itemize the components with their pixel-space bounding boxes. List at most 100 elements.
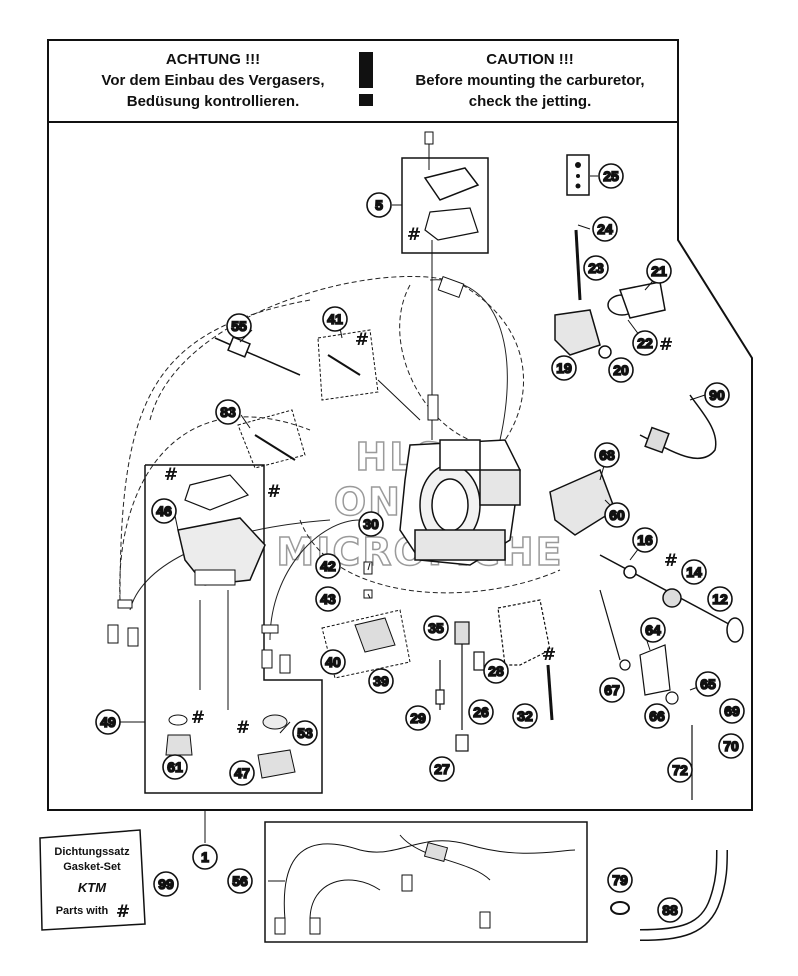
throttle-cover-68 [549,468,616,536]
svg-text:40: 40 [325,654,341,670]
svg-text:35: 35 [428,620,444,636]
svg-text:20: 20 [613,362,629,378]
callout-67 [599,677,625,703]
svg-text:32: 32 [517,708,533,724]
idle-screw-55 [214,336,301,376]
svg-text:#: # [116,902,130,922]
throttle-shaft [599,554,744,643]
callout-43 [315,586,341,612]
vent-hoses [119,275,561,601]
callout-28 [483,658,509,684]
svg-text:55: 55 [231,318,247,334]
callout-35 [423,615,449,641]
callout-83 [215,399,241,425]
svg-text:67: 67 [604,682,620,698]
svg-text:16: 16 [637,532,653,548]
svg-text:#: # [407,225,421,245]
callout-65 [695,671,721,697]
mixture-screw-41 [317,329,421,421]
svg-text:14: 14 [686,564,702,580]
callout-90 [704,382,730,408]
callout-39 [368,668,394,694]
diagram-frame [47,39,753,811]
caution-header: ACHTUNG !!! Vor dem Einbau des Vergasers… [101,51,644,110]
callout-20 [608,357,634,383]
svg-text:#: # [542,645,556,665]
svg-text:41: 41 [327,311,343,327]
svg-text:43: 43 [320,591,336,607]
callout-49 [95,709,121,735]
header-en-title: CAUTION !!! [486,51,573,68]
svg-text:5: 5 [375,197,383,213]
callout-16 [632,527,658,553]
throttle-sensor-90 [639,394,717,460]
small-screw-42 [363,561,373,599]
callout-5 [366,192,392,218]
svg-text:Parts with: Parts with [56,905,109,917]
ktm-logo: KTM [78,880,107,895]
header-de-line2: Bedüsung kontrollieren. [127,93,300,110]
header-en-line2: check the jetting. [469,93,592,110]
svg-text:Dichtungssatz: Dichtungssatz [54,846,130,858]
callout-1 [192,844,218,870]
svg-text:69: 69 [724,703,740,719]
svg-text:#: # [355,330,369,350]
linkage-64-72 [599,589,693,800]
svg-text:#: # [191,708,205,728]
callout-64 [640,617,666,643]
float-bowl-group [144,464,323,794]
svg-text:99: 99 [158,876,174,892]
svg-text:70: 70 [723,738,739,754]
svg-text:49: 49 [100,714,116,730]
callout-12 [707,586,733,612]
svg-text:#: # [236,718,250,738]
svg-text:#: # [664,551,678,571]
callout-47 [229,760,255,786]
svg-text:#: # [164,465,178,485]
svg-text:30: 30 [363,516,379,532]
callout-14 [681,559,707,585]
callout-27 [429,756,455,782]
svg-text:12: 12 [712,591,728,607]
callout-41 [322,306,348,332]
exclamation-icon [359,52,373,106]
left-hose-ends [107,599,291,674]
callout-42 [315,553,341,579]
callout-66 [644,703,670,729]
clamp-79 [610,901,630,915]
choke-assembly-83 [237,409,306,469]
top-bolt [424,131,434,170]
svg-text:72: 72 [672,762,688,778]
header-en-line1: Before mounting the carburetor, [415,72,644,89]
svg-text:79: 79 [612,872,628,888]
header-de-line1: Vor dem Einbau des Vergasers, [101,72,324,89]
svg-text:83: 83 [220,404,236,420]
svg-text:#: # [267,482,281,502]
svg-text:21: 21 [651,263,667,279]
svg-text:68: 68 [599,447,615,463]
callout-19 [551,355,577,381]
svg-text:29: 29 [410,710,426,726]
svg-text:22: 22 [637,335,653,351]
gasket-set-box: Dichtungssatz Gasket-Set KTM Parts with … [39,829,146,931]
callouts: 1 5 12 14 16 19 20 21 22 23 24 25 26 27 … [95,163,745,923]
svg-text:90: 90 [709,387,725,403]
svg-text:56: 56 [232,873,248,889]
svg-text:19: 19 [556,360,572,376]
jet-set-25 [566,154,590,196]
svg-text:24: 24 [597,221,613,237]
callout-56 [227,868,253,894]
hose-kit-box [264,821,588,943]
callout-22 [632,330,658,356]
svg-text:61: 61 [167,759,183,775]
callout-32 [512,703,538,729]
jets-group [435,599,554,752]
svg-text:26: 26 [473,704,489,720]
svg-text:88: 88 [662,902,678,918]
callout-26 [468,699,494,725]
callout-25 [598,163,624,189]
svg-text:65: 65 [700,676,716,692]
callout-30 [358,511,384,537]
svg-text:28: 28 [488,663,504,679]
